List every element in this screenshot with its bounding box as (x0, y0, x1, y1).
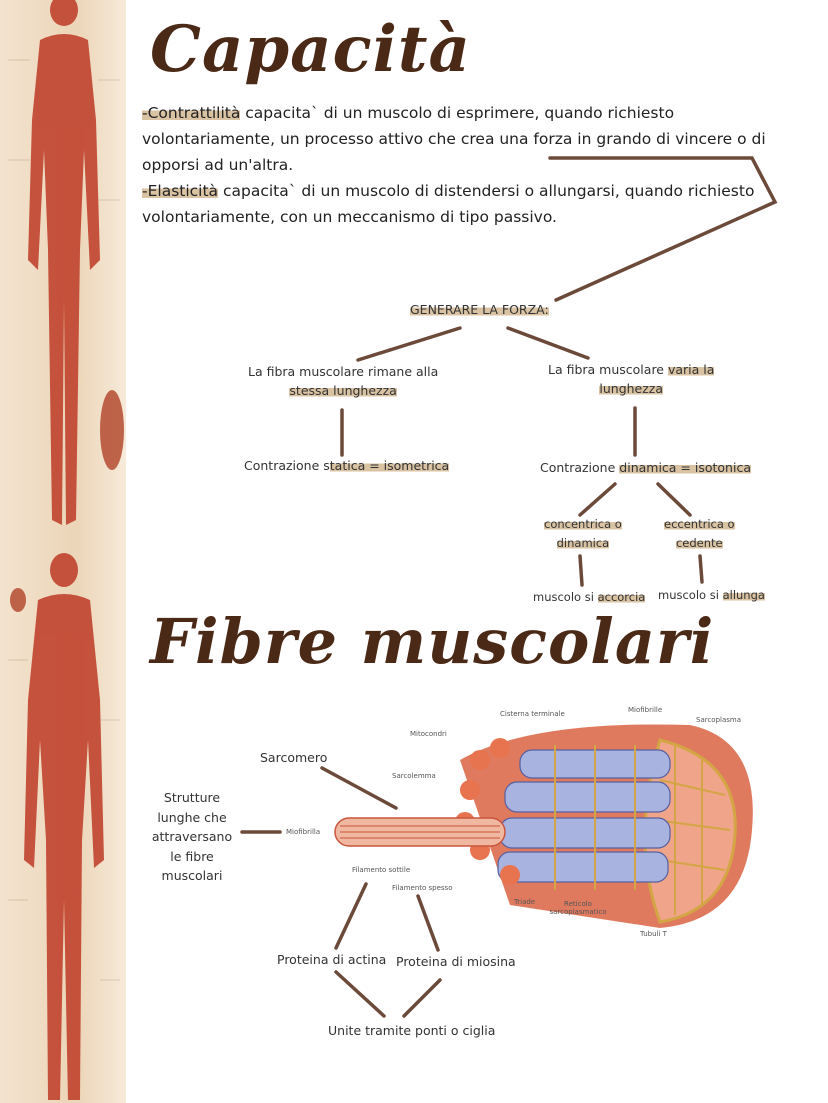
node-contrazione-dinamica: Contrazione dinamica = isotonica (540, 460, 751, 475)
label-unite-tramite: Unite tramite ponti o ciglia (328, 1023, 496, 1038)
label-sarcoplasma: Sarcoplasma (696, 716, 742, 724)
label-miofibrille: Miofibrille (628, 706, 663, 714)
label-strutture-lunghe: Strutture lunghe che attraversano le fib… (151, 790, 233, 883)
label-sarcomero: Sarcomero (260, 750, 328, 765)
anatomy-sidebar (0, 0, 126, 1103)
label-proteina-actina: Proteina di actina (277, 952, 387, 967)
term-contrattilita: -Contrattilità (142, 104, 241, 122)
muscle-fiber-diagram: Cisterna terminale Miofibrille Sarcoplas… (286, 700, 760, 945)
definition-contrattilita: capacita` di un muscolo di esprimere, qu… (142, 104, 766, 174)
node-muscolo-allunga: muscolo si allunga (658, 588, 765, 602)
label-reticolo-sarcoplasmatico: Reticolo sarcoplasmatico (549, 900, 607, 916)
label-tubuli-t: Tubuli T (640, 930, 667, 938)
paragraph-contrattilita: -Contrattilità capacita` di un muscolo d… (142, 100, 782, 178)
label-filamento-spesso: Filamento spesso (392, 884, 453, 892)
label-sarcolemma: Sarcolemma (392, 772, 436, 780)
node-contrazione-statica: Contrazione statica = isometrica (244, 458, 450, 473)
definition-elasticita: capacita` di un muscolo di distendersi o… (142, 182, 755, 226)
label-proteina-miosina: Proteina di miosina (396, 954, 516, 969)
anatomy-figures-illustration (8, 0, 124, 1100)
term-elasticita: -Elasticità (142, 182, 219, 200)
muscle-fiber-illustration (334, 724, 753, 928)
node-muscolo-accorcia: muscolo si accorcia (533, 590, 646, 604)
label-mitocondri: Mitocondri (410, 730, 447, 738)
label-cisterna-terminale: Cisterna terminale (500, 710, 565, 718)
label-triade: Triade (514, 898, 536, 906)
title-capacita: Capacità (150, 12, 471, 87)
label-filamento-sottile: Filamento sottile (352, 866, 411, 874)
title-fibre-muscolari: Fibre muscolari (150, 605, 715, 678)
label-miofibrilla: Miofibrilla (286, 828, 321, 836)
node-generare-la-forza: GENERARE LA FORZA: (410, 302, 549, 317)
paragraph-elasticita: -Elasticità capacita` di un muscolo di d… (142, 178, 782, 230)
